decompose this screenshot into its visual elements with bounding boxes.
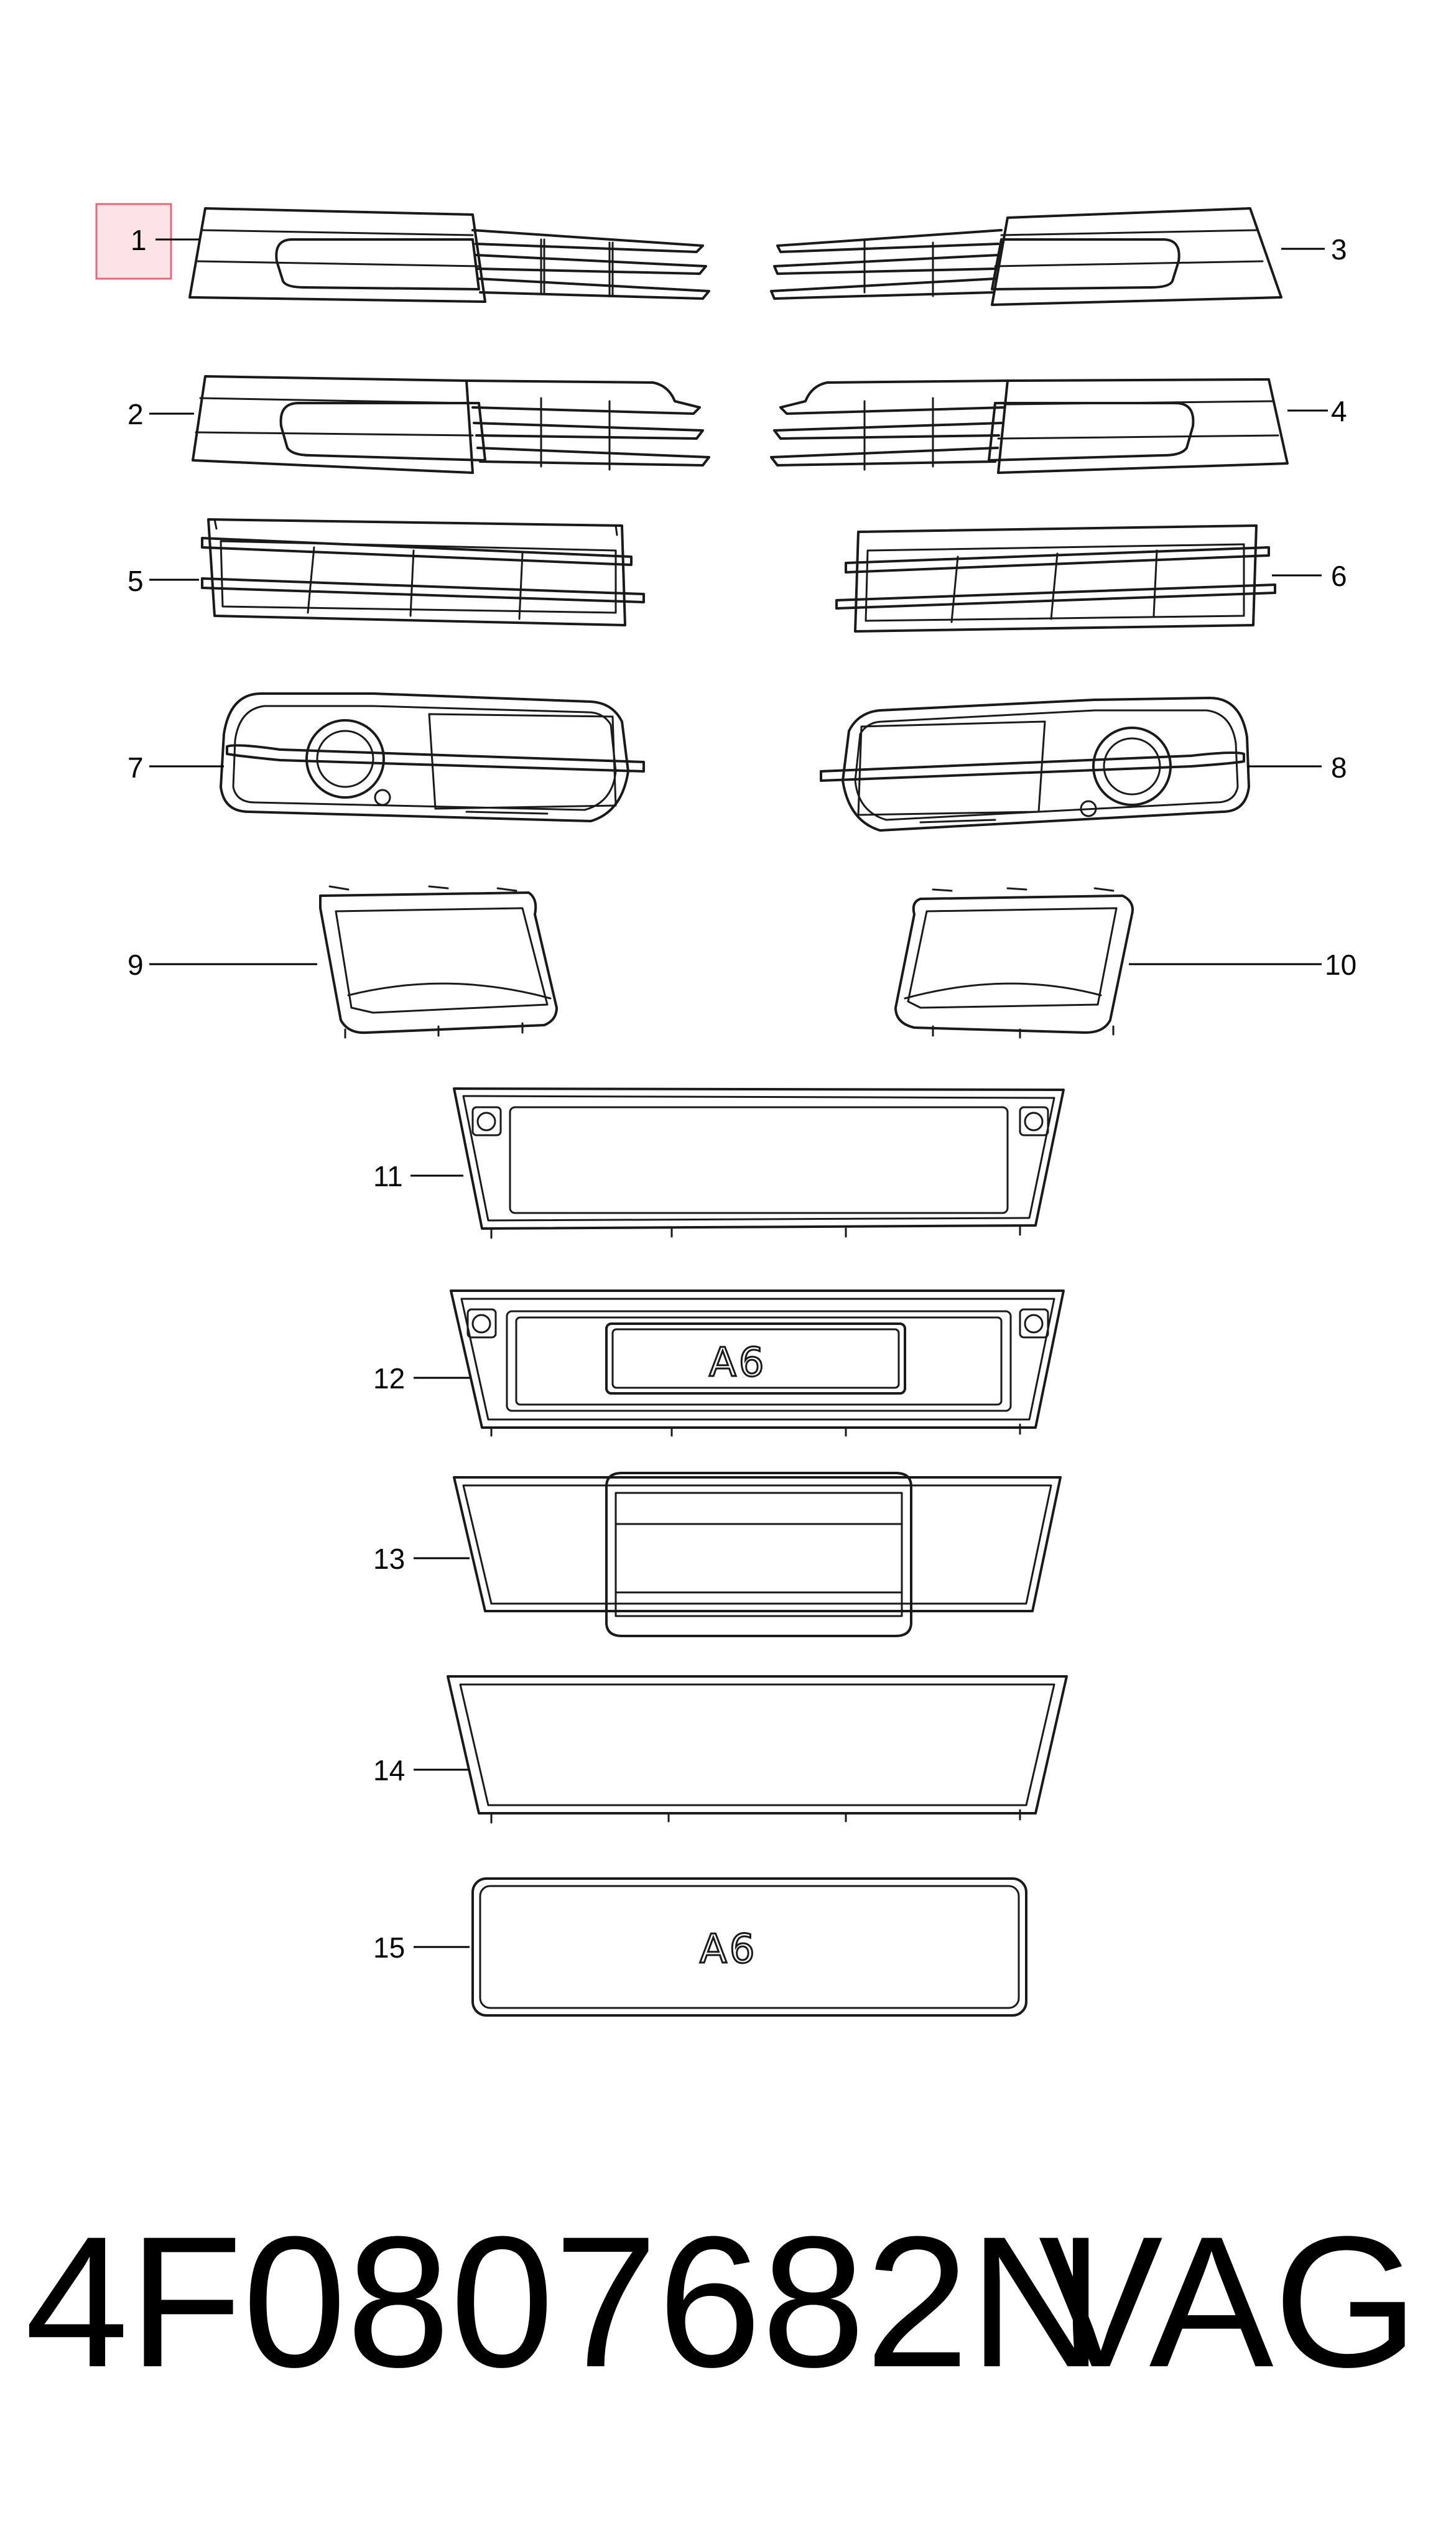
badge-a6-plate: A6 xyxy=(700,1926,758,1972)
callout-7: 7 xyxy=(128,751,144,784)
callout-15: 15 xyxy=(373,1931,405,1964)
part-7-foglight-cover-left[interactable] xyxy=(220,692,645,822)
part-5-frame-left[interactable] xyxy=(201,518,645,626)
callout-1: 1 xyxy=(131,224,147,256)
callout-12: 12 xyxy=(373,1362,405,1395)
part-11-center-grille[interactable] xyxy=(453,1087,1065,1239)
part-13-center-trim[interactable] xyxy=(453,1472,1062,1637)
callout-13: 13 xyxy=(373,1543,405,1575)
callout-9: 9 xyxy=(128,949,144,981)
callout-4: 4 xyxy=(1331,395,1347,427)
callout-3: 3 xyxy=(1331,233,1347,266)
part-8-foglight-cover-right[interactable] xyxy=(820,697,1250,832)
part-number: 4F0807682N xyxy=(25,2197,1104,2406)
part-1-grille-left[interactable] xyxy=(95,203,710,303)
callout-5: 5 xyxy=(128,565,144,597)
callout-6: 6 xyxy=(1331,560,1347,592)
brand-label: VAG xyxy=(1038,2197,1419,2406)
callout-10: 10 xyxy=(1325,949,1356,981)
part-3-grille-right[interactable] xyxy=(770,207,1282,306)
part-2-grille-left[interactable] xyxy=(192,375,710,474)
part-14-center-panel[interactable] xyxy=(447,1675,1068,1824)
part-10-bracket-right[interactable] xyxy=(894,887,1134,1039)
callout-8: 8 xyxy=(1331,751,1347,784)
part-4-grille-right[interactable] xyxy=(770,378,1289,474)
part-9-bracket-left[interactable] xyxy=(319,885,558,1039)
callout-1-highlight xyxy=(95,203,172,280)
part-15-badge-plate[interactable]: A6 xyxy=(471,1877,1027,2017)
callout-2: 2 xyxy=(128,398,144,430)
callout-14: 14 xyxy=(373,1754,405,1787)
part-6-frame-right[interactable] xyxy=(835,524,1276,633)
part-12-center-grille-badge[interactable]: A6 xyxy=(450,1289,1065,1437)
badge-a6: A6 xyxy=(709,1340,767,1386)
callout-11: 11 xyxy=(373,1160,403,1192)
